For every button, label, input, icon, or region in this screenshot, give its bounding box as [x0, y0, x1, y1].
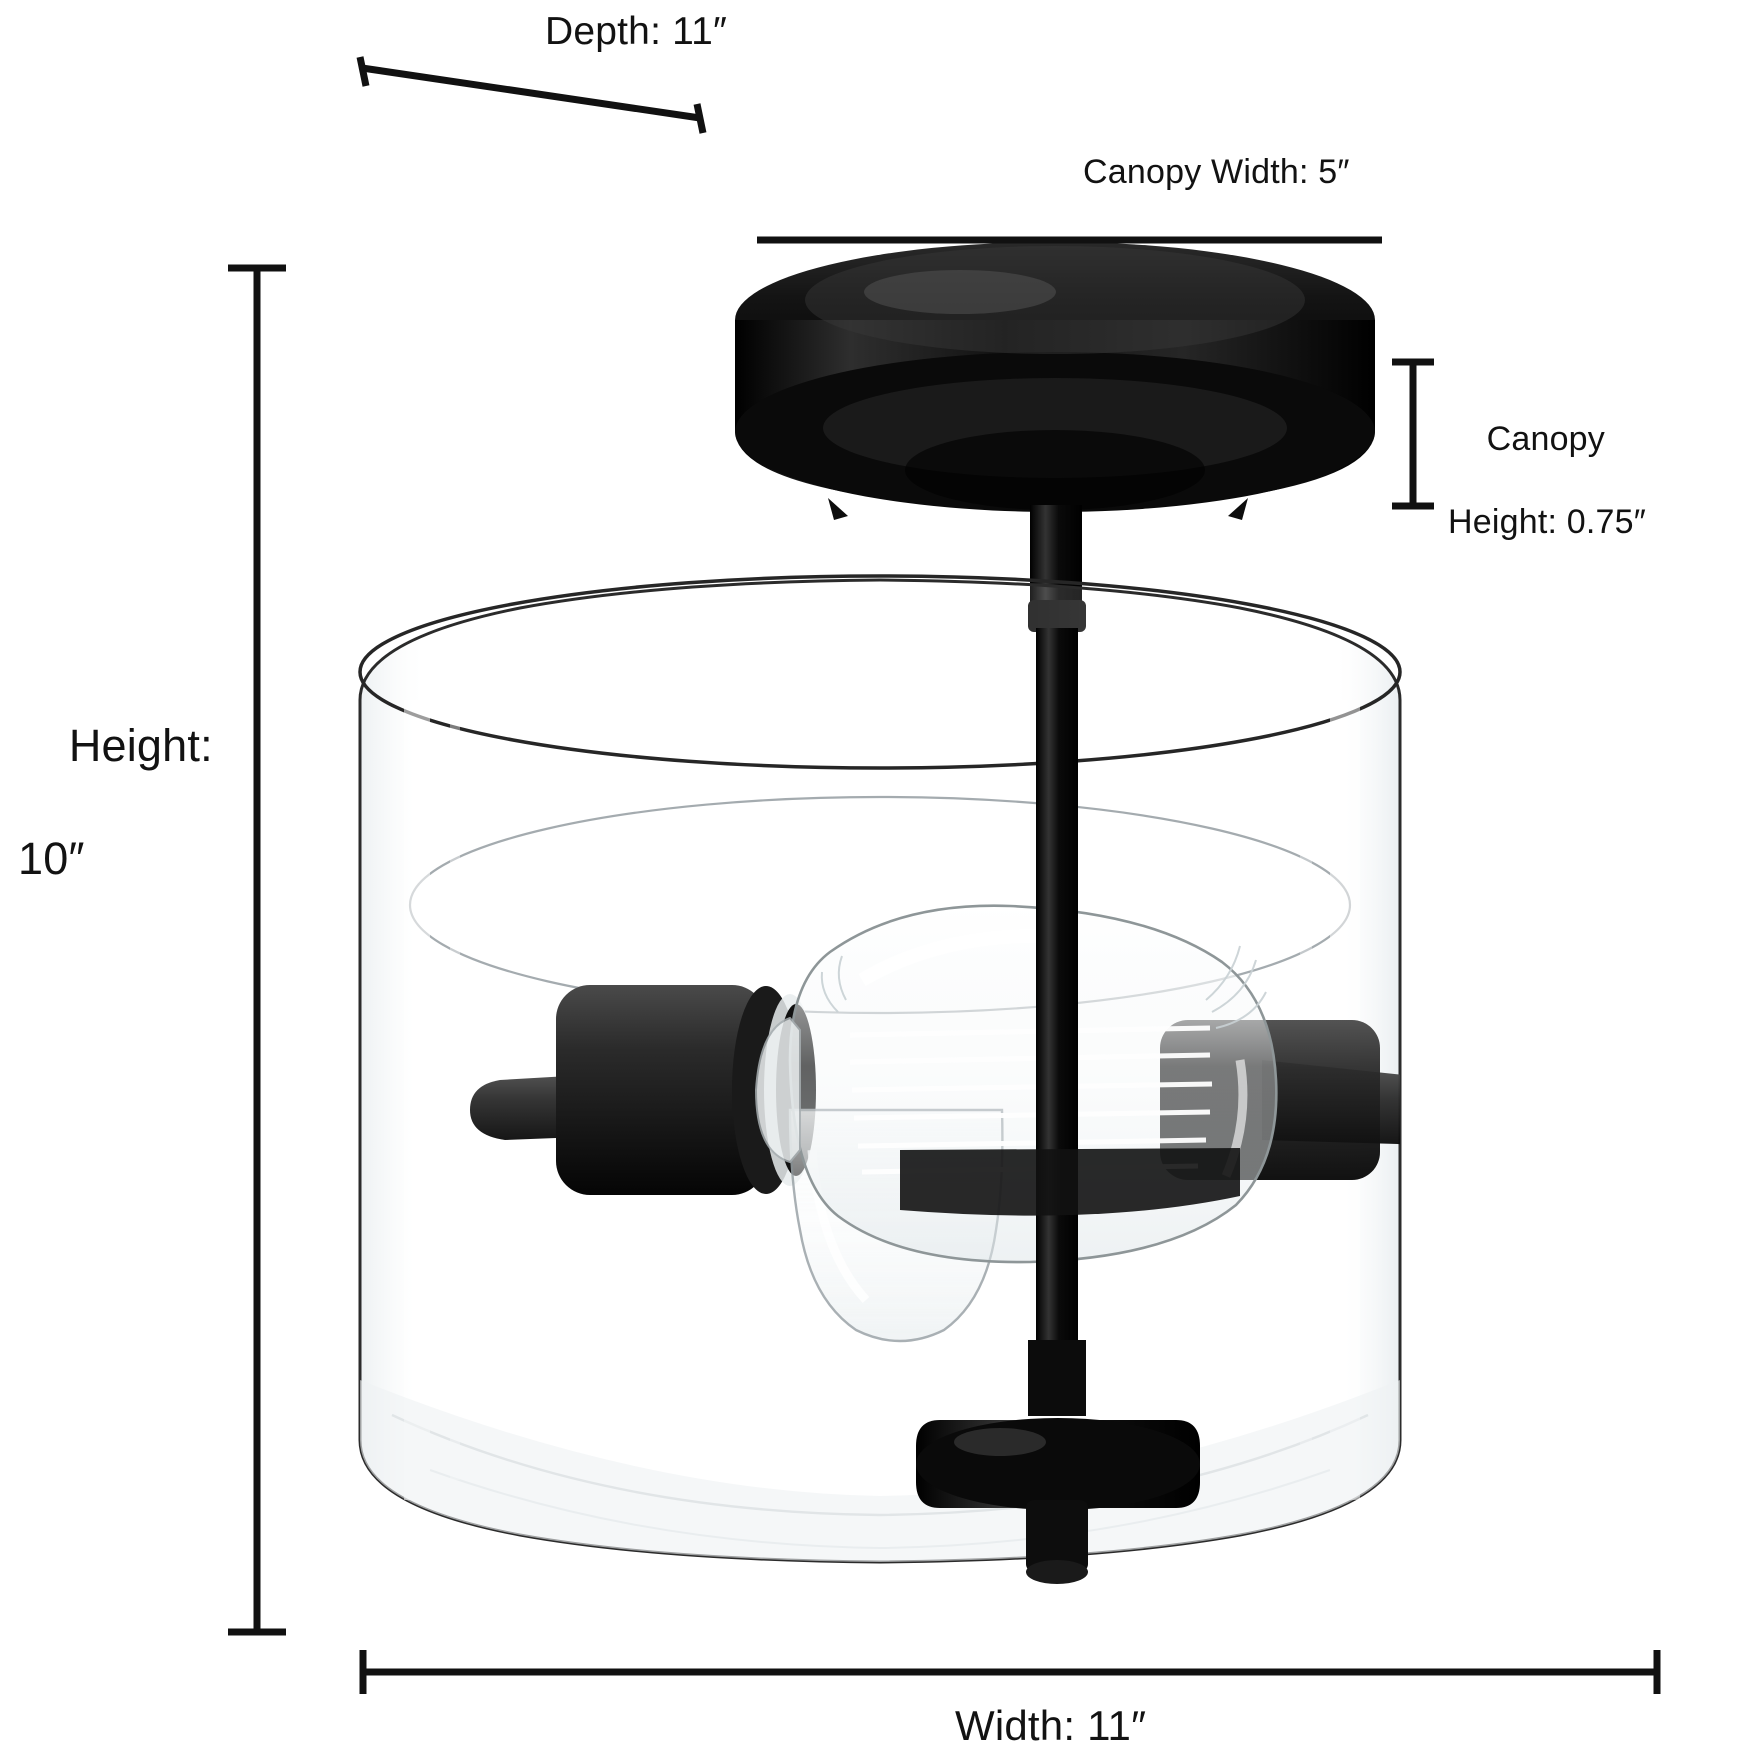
canopy — [735, 242, 1375, 520]
canopy-height-label-line1: Canopy — [1486, 420, 1605, 459]
height-label-line1: Height: — [68, 720, 213, 772]
height-label-line2: 10″ — [18, 832, 85, 884]
canopy-height-label: Canopy Height: 0.75″ — [1448, 378, 1646, 627]
depth-label: Depth: 11″ — [545, 10, 728, 53]
canopy-height-label-line2: Height: 0.75″ — [1448, 503, 1646, 542]
height-label: Height: 10″ — [18, 662, 213, 1000]
lamp-assembly — [470, 628, 1400, 1388]
canopy-width-label: Canopy Width: 5″ — [1083, 153, 1350, 191]
bottom-finial — [916, 1340, 1200, 1584]
width-label: Width: 11″ — [955, 1702, 1147, 1749]
